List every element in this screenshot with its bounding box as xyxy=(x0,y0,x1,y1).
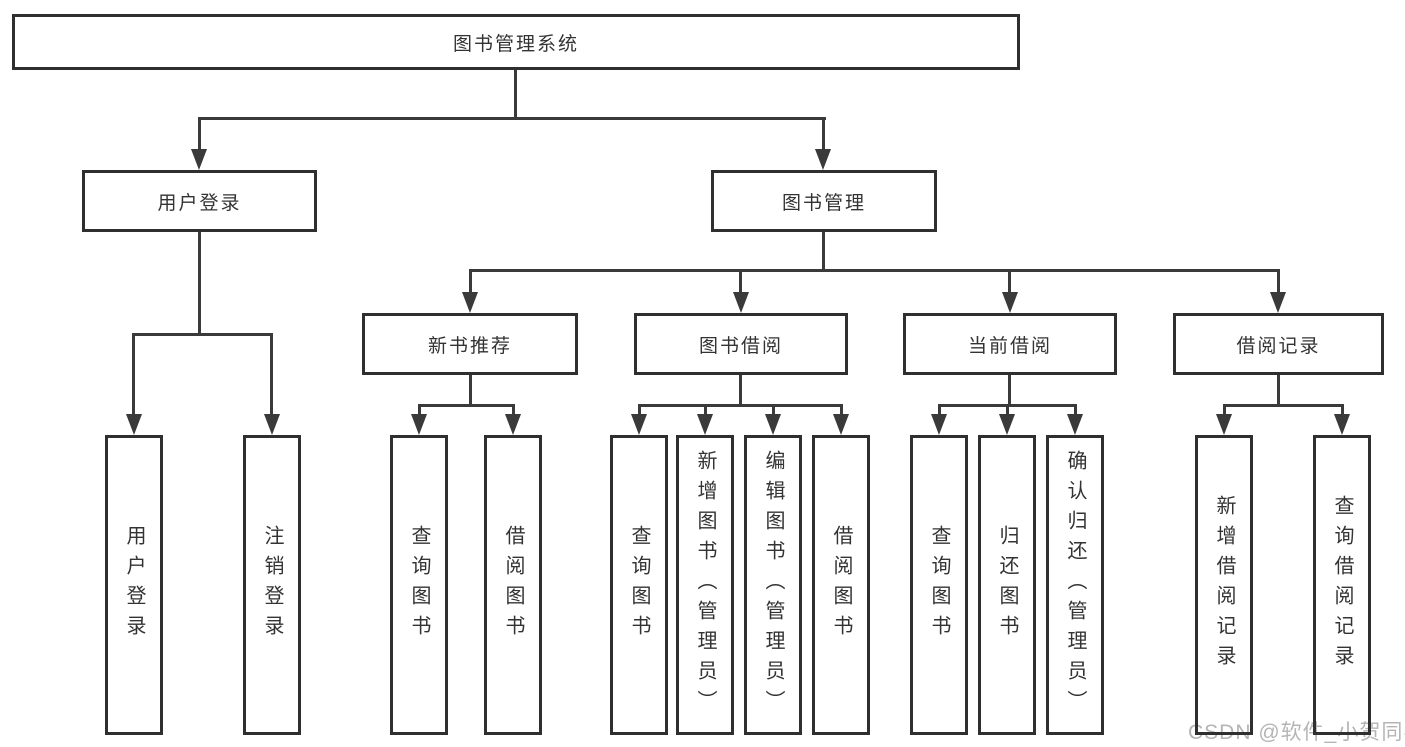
node-current-borrow-label: 当前借阅 xyxy=(967,335,1052,357)
node-user-login-label: 用户登录 xyxy=(157,192,242,214)
node-user-login: 用户登录 xyxy=(82,170,317,232)
arrow-down-icon xyxy=(1067,414,1083,435)
arrow-down-icon xyxy=(733,292,749,313)
leaf-add-books-admin: 新增图书（管理员） xyxy=(676,435,734,735)
connector-line xyxy=(739,375,742,407)
node-library-system-label: 图书管理系统 xyxy=(452,33,579,55)
connector-line xyxy=(822,232,825,272)
connector-line xyxy=(198,117,201,150)
leaf-confirm-return-admin: 确认归还（管理员） xyxy=(1046,435,1104,735)
leaf-label: 查询图书 xyxy=(628,525,650,645)
leaf-return-books: 归还图书 xyxy=(978,435,1036,735)
leaf-borrow-books: 借阅图书 xyxy=(812,435,870,735)
arrow-down-icon xyxy=(631,414,647,435)
connector-line xyxy=(418,404,515,407)
node-library-system: 图书管理系统 xyxy=(12,14,1020,70)
leaf-label: 确认归还（管理员） xyxy=(1064,450,1086,720)
arrow-down-icon xyxy=(1002,292,1018,313)
leaf-label: 查询借阅记录 xyxy=(1331,495,1353,675)
connector-line xyxy=(270,333,273,414)
connector-line xyxy=(514,70,517,118)
connector-line xyxy=(469,375,472,407)
connector-line xyxy=(132,333,273,336)
connector-line xyxy=(418,404,421,416)
connector-line xyxy=(938,404,941,416)
node-new-book-recommend: 新书推荐 xyxy=(362,313,578,375)
leaf-label: 新增借阅记录 xyxy=(1213,495,1235,675)
node-borrow-records-label: 借阅记录 xyxy=(1236,335,1321,357)
connector-line xyxy=(1006,404,1009,416)
leaf-label: 查询图书 xyxy=(408,525,430,645)
leaf-edit-books-admin: 编辑图书（管理员） xyxy=(744,435,802,735)
leaf-query-books-current: 查询图书 xyxy=(910,435,968,735)
node-book-management: 图书管理 xyxy=(711,170,937,232)
arrow-down-icon xyxy=(462,292,478,313)
connector-line xyxy=(469,269,472,294)
connector-line xyxy=(638,404,843,407)
node-borrow-records: 借阅记录 xyxy=(1173,313,1384,375)
leaf-borrow-books-recommend: 借阅图书 xyxy=(484,435,542,735)
leaf-label: 查询图书 xyxy=(928,525,950,645)
connector-line xyxy=(772,404,775,416)
leaf-query-books-borrow: 查询图书 xyxy=(610,435,668,735)
leaf-label: 用户登录 xyxy=(123,525,145,645)
connector-line xyxy=(704,404,707,416)
connector-line xyxy=(132,333,135,414)
node-book-management-label: 图书管理 xyxy=(781,192,866,214)
leaf-add-borrow-record: 新增借阅记录 xyxy=(1195,435,1253,735)
connector-line xyxy=(512,404,515,416)
node-book-borrow-label: 图书借阅 xyxy=(698,335,783,357)
connector-line xyxy=(1223,404,1226,416)
arrow-down-icon xyxy=(697,414,713,435)
connector-line xyxy=(822,117,825,150)
arrow-down-icon xyxy=(931,414,947,435)
connector-line xyxy=(1341,404,1344,416)
leaf-label: 归还图书 xyxy=(996,525,1018,645)
arrow-down-icon xyxy=(1270,292,1286,313)
watermark: CSDN @软件_小贺同学 xyxy=(1188,721,1405,744)
leaf-query-books-recommend: 查询图书 xyxy=(390,435,448,735)
connector-line xyxy=(739,269,742,294)
connector-line xyxy=(1277,269,1280,294)
connector-line xyxy=(1008,269,1011,294)
connector-line xyxy=(840,404,843,416)
node-current-borrow: 当前借阅 xyxy=(903,313,1117,375)
arrow-down-icon xyxy=(833,414,849,435)
node-new-book-recommend-label: 新书推荐 xyxy=(427,335,512,357)
arrow-down-icon xyxy=(1334,414,1350,435)
leaf-query-borrow-record: 查询借阅记录 xyxy=(1313,435,1371,735)
connector-line xyxy=(198,117,826,120)
connector-line xyxy=(469,269,1280,272)
leaf-user-login: 用户登录 xyxy=(105,435,163,735)
arrow-down-icon xyxy=(505,414,521,435)
leaf-label: 新增图书（管理员） xyxy=(694,450,716,720)
arrow-down-icon xyxy=(999,414,1015,435)
connector-line xyxy=(1008,375,1011,407)
arrow-down-icon xyxy=(1216,414,1232,435)
arrow-down-icon xyxy=(126,414,142,435)
node-book-borrow: 图书借阅 xyxy=(634,313,848,375)
leaf-logout: 注销登录 xyxy=(243,435,301,735)
arrow-down-icon xyxy=(765,414,781,435)
connector-line xyxy=(1074,404,1077,416)
leaf-label: 编辑图书（管理员） xyxy=(762,450,784,720)
arrow-down-icon xyxy=(264,414,280,435)
connector-line xyxy=(638,404,641,416)
leaf-label: 借阅图书 xyxy=(502,525,524,645)
connector-line xyxy=(1223,404,1344,407)
arrow-down-icon xyxy=(191,149,207,170)
arrow-down-icon xyxy=(815,149,831,170)
leaf-label: 借阅图书 xyxy=(830,525,852,645)
connector-line xyxy=(1277,375,1280,407)
connector-line xyxy=(198,232,201,336)
arrow-down-icon xyxy=(411,414,427,435)
leaf-label: 注销登录 xyxy=(261,525,283,645)
